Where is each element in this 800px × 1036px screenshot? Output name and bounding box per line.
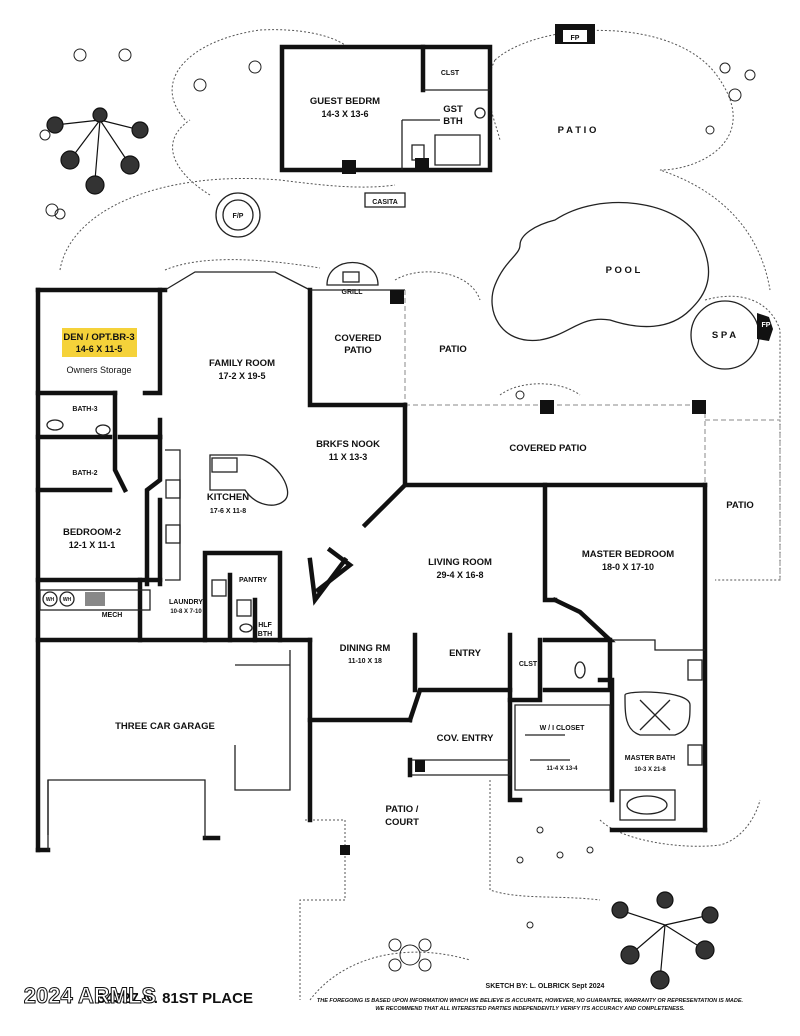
room-label: WH [46, 597, 55, 603]
room-label: BEDROOM-2 [63, 527, 121, 538]
casita-walls [279, 44, 493, 208]
room-label: PATIO / [386, 804, 419, 815]
room-dims: 29-4 X 16-8 [436, 570, 483, 580]
room-dims: 10-8 X 7-10 [170, 609, 202, 615]
room-dims: 11-10 X 18 [348, 658, 382, 665]
room-label: GST [443, 104, 463, 115]
room-label: MECH [102, 612, 123, 619]
room-dims: 11-4 X 13-4 [546, 766, 578, 772]
svg-text:FP: FP [762, 322, 771, 329]
room-dims: 14-6 X 11-5 [76, 344, 123, 354]
room-label: DINING RM [340, 643, 391, 654]
disclaimer-line-2: WE RECOMMEND THAT ALL INTERESTED PARTIES… [375, 1006, 685, 1012]
room-label: BRKFS NOOK [316, 439, 380, 450]
room-label: PATIO [344, 345, 372, 356]
room-label: PATIO [439, 344, 467, 355]
room-label: BATH-2 [72, 470, 97, 477]
room-label: COURT [385, 817, 419, 828]
svg-text:GRILL: GRILL [342, 289, 364, 296]
den-highlight [62, 328, 137, 357]
room-dims: 17-2 X 19-5 [218, 371, 265, 381]
room-dims: 14-3 X 13-6 [321, 109, 368, 119]
tree-icon [611, 891, 719, 990]
grill-icon: GRILL [326, 262, 379, 296]
tree-icon [46, 107, 149, 195]
sketch-credit: SKETCH BY: L. OLBRICK Sept 2024 [486, 983, 605, 990]
fireplace-icon: F/P [215, 192, 261, 238]
room-label: WH [63, 597, 72, 603]
room-label: MASTER BATH [625, 755, 675, 762]
room-label: COVERED PATIO [509, 443, 586, 454]
room-label: MASTER BEDROOM [582, 549, 674, 560]
svg-text:F/P: F/P [233, 213, 244, 220]
room-label: KITCHEN [207, 492, 249, 503]
watermark: 2024 ARMLS [24, 983, 156, 1008]
shrubs [39, 48, 756, 972]
room-dims: 12-1 X 11-1 [69, 540, 116, 550]
room-label: CLST [441, 70, 460, 77]
room-label: COVERED [335, 333, 382, 344]
room-label: P O O L [606, 265, 641, 276]
room-label: LAUNDRY [169, 599, 203, 606]
fireplace-icon: FP [555, 24, 595, 44]
room-dims: 18-0 X 17-10 [602, 562, 654, 572]
property-address: 34327 N. 81ST PLACE [97, 990, 253, 1007]
room-label: LIVING ROOM [428, 557, 492, 568]
room-label: FAMILY ROOM [209, 358, 275, 369]
landscape-outlines [59, 29, 781, 1001]
room-label: W / I CLOSET [540, 725, 585, 732]
main-house-walls [35, 271, 708, 853]
room-label: ENTRY [449, 648, 482, 659]
room-label: P A T I O [558, 125, 597, 136]
disclaimer-line-1: THE FOREGOING IS BASED UPON INFORMATION … [317, 998, 744, 1004]
room-dims: 17-6 X 11-8 [210, 508, 246, 515]
room-label: PATIO [726, 500, 754, 511]
room-label: BTH [443, 116, 463, 127]
room-label: GUEST BEDRM [310, 96, 380, 107]
room-label: HLF [258, 622, 272, 629]
room-label: DEN / OPT.BR-3 [63, 332, 134, 343]
room-note: Owners Storage [66, 365, 131, 375]
room-label: COV. ENTRY [437, 733, 495, 744]
room-label: THREE CAR GARAGE [115, 721, 215, 732]
columns [340, 158, 706, 855]
room-label: BATH-3 [72, 406, 97, 413]
room-dims: 10-3 X 21-8 [634, 767, 666, 773]
room-dims: 11 X 13-3 [329, 452, 368, 462]
fireplace-icon: FP [757, 313, 773, 341]
room-label: S P A [712, 330, 736, 341]
room-label: BTH [258, 631, 272, 638]
room-label: CLST [519, 661, 538, 668]
svg-text:FP: FP [571, 35, 580, 42]
room-label: PANTRY [239, 577, 267, 584]
room-label: CASITA [372, 199, 398, 206]
